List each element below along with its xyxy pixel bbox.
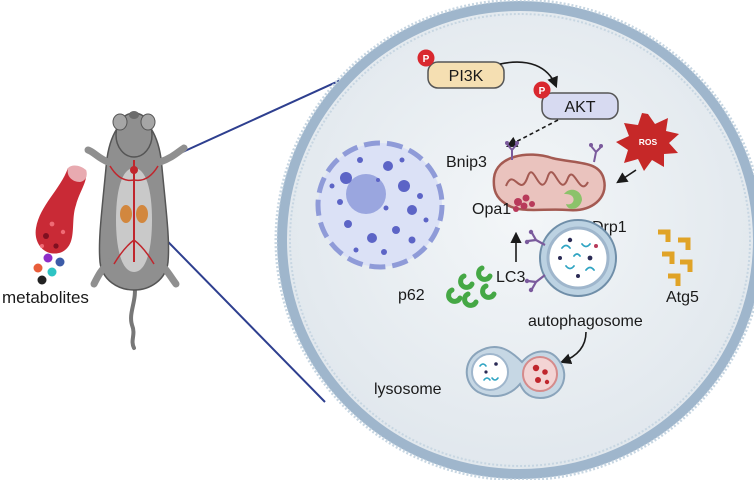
autophagosome-dots	[558, 237, 593, 278]
atg5-protein	[662, 251, 675, 264]
p62-protein	[476, 265, 493, 282]
chromatin-dots	[329, 157, 429, 255]
lc3-receptor	[524, 229, 546, 246]
lysosome-fused-vesicle	[471, 353, 509, 391]
metabolite-dots	[33, 253, 65, 285]
phospho-badge	[533, 81, 551, 99]
atg5-protein	[668, 273, 681, 286]
drp1-receptor	[589, 143, 603, 163]
cell-membrane-inner	[289, 13, 751, 467]
ros-to-mito-arrow	[616, 169, 637, 184]
p62-label: p62	[398, 287, 425, 304]
p62-protein	[462, 291, 479, 308]
lysosome-vesicle	[522, 356, 558, 392]
p62-protein	[480, 283, 497, 300]
atg5-protein	[680, 259, 693, 272]
p62-protein	[446, 287, 463, 304]
akt-node: AKT P	[533, 81, 619, 120]
metabolite-dot	[37, 275, 47, 285]
autolysosome	[465, 346, 566, 400]
lc3-label: LC3	[496, 269, 525, 286]
atg5-label: Atg5	[666, 289, 699, 306]
opa1-cluster	[513, 194, 535, 212]
pi3k-node: PI3K P	[417, 49, 505, 89]
ros-label: ROS	[639, 137, 658, 147]
drp1-protein	[564, 189, 582, 209]
p62-protein	[458, 273, 475, 290]
p62-proteins	[446, 265, 497, 308]
lysosome-label: lysosome	[374, 381, 442, 398]
autophagosome-inner-membrane	[546, 226, 610, 290]
atg5-protein	[678, 237, 691, 250]
metabolites-label: metabolites	[2, 288, 89, 307]
nucleus	[315, 140, 445, 270]
bnip3-label: Bnip3	[446, 154, 487, 171]
phospho-badge-label: P	[539, 86, 546, 97]
metabolite-dot	[47, 267, 57, 277]
metabolite-dot	[55, 257, 65, 267]
atg5-protein	[658, 229, 671, 242]
autophagosome-label: autophagosome	[528, 313, 643, 330]
ros-burst: ROS	[616, 113, 679, 171]
pi3k-to-akt-arrow	[499, 61, 558, 89]
phospho-badge-label: P	[423, 54, 430, 65]
atg5-proteins	[658, 229, 693, 286]
akt-label: AKT	[564, 99, 595, 116]
autophagosome-to-lysosome-arrow	[559, 331, 587, 365]
nucleolus	[346, 174, 386, 214]
lc3-receptor	[524, 274, 546, 293]
autophagosome	[539, 219, 617, 297]
artery-icon	[35, 165, 87, 254]
metabolite-dot	[43, 253, 53, 263]
autophagosome-cargo	[561, 243, 595, 271]
mouse-icon	[84, 111, 188, 350]
bnip3-receptor	[505, 141, 519, 160]
akt-to-bnip3-arrow	[506, 119, 559, 148]
pi3k-label: PI3K	[449, 68, 484, 85]
metabolite-dot	[33, 263, 43, 273]
phospho-badge	[417, 49, 435, 67]
opa1-label: Opa1	[472, 201, 511, 218]
